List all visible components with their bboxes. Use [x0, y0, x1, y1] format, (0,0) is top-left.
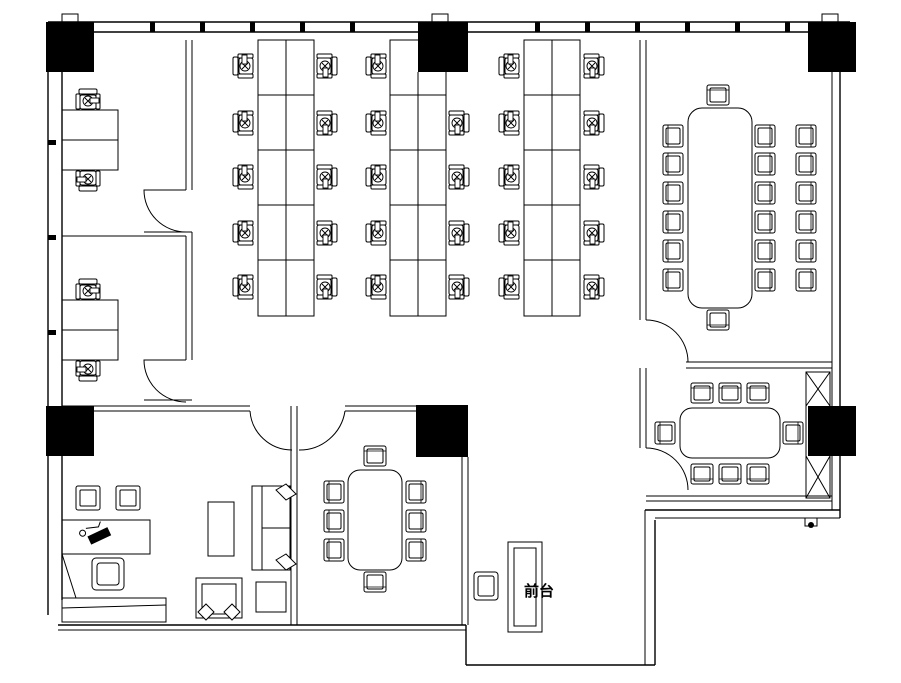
left-office-upper — [61, 89, 119, 191]
door-swings — [143, 189, 689, 491]
window-mullions — [48, 22, 790, 335]
reception-area: 前台 — [473, 541, 554, 633]
meeting-room-center — [323, 445, 427, 593]
boardroom-large — [662, 84, 817, 331]
meeting-room-right — [654, 382, 804, 485]
interior-partitions — [62, 40, 832, 625]
left-office-lower — [61, 279, 119, 381]
workstation-block-3 — [499, 39, 604, 317]
workstation-block-1 — [233, 39, 337, 317]
reception-label: 前台 — [524, 582, 554, 600]
structural-columns — [46, 22, 856, 457]
workstation-block-2 — [366, 39, 469, 317]
manager-office — [61, 483, 297, 623]
